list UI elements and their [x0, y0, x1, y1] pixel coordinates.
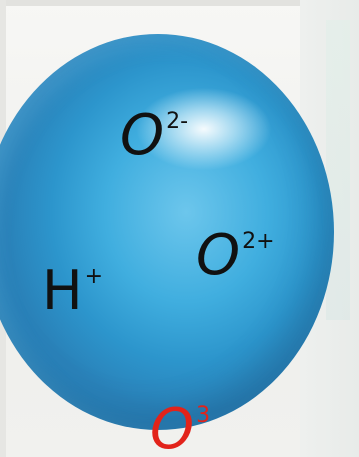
- label-h-plus: H+: [42, 264, 103, 318]
- label-o-2-minus: O2-: [120, 108, 188, 164]
- blue-sphere: [0, 34, 334, 430]
- label-o-3-charge: 3: [196, 403, 211, 428]
- label-o-3: O3: [150, 402, 210, 457]
- label-o-2-minus-charge: 2-: [166, 109, 189, 134]
- label-h-plus-base: H: [42, 259, 83, 322]
- label-o-2-plus-base: O: [196, 223, 241, 288]
- label-h-plus-charge: +: [84, 264, 104, 289]
- label-o-2-plus-charge: 2+: [242, 229, 275, 254]
- label-o-2-minus-base: O: [120, 103, 165, 168]
- label-o-2-plus: O2+: [196, 228, 275, 284]
- label-o-3-base: O: [150, 397, 195, 457]
- frame-top-edge: [0, 0, 359, 6]
